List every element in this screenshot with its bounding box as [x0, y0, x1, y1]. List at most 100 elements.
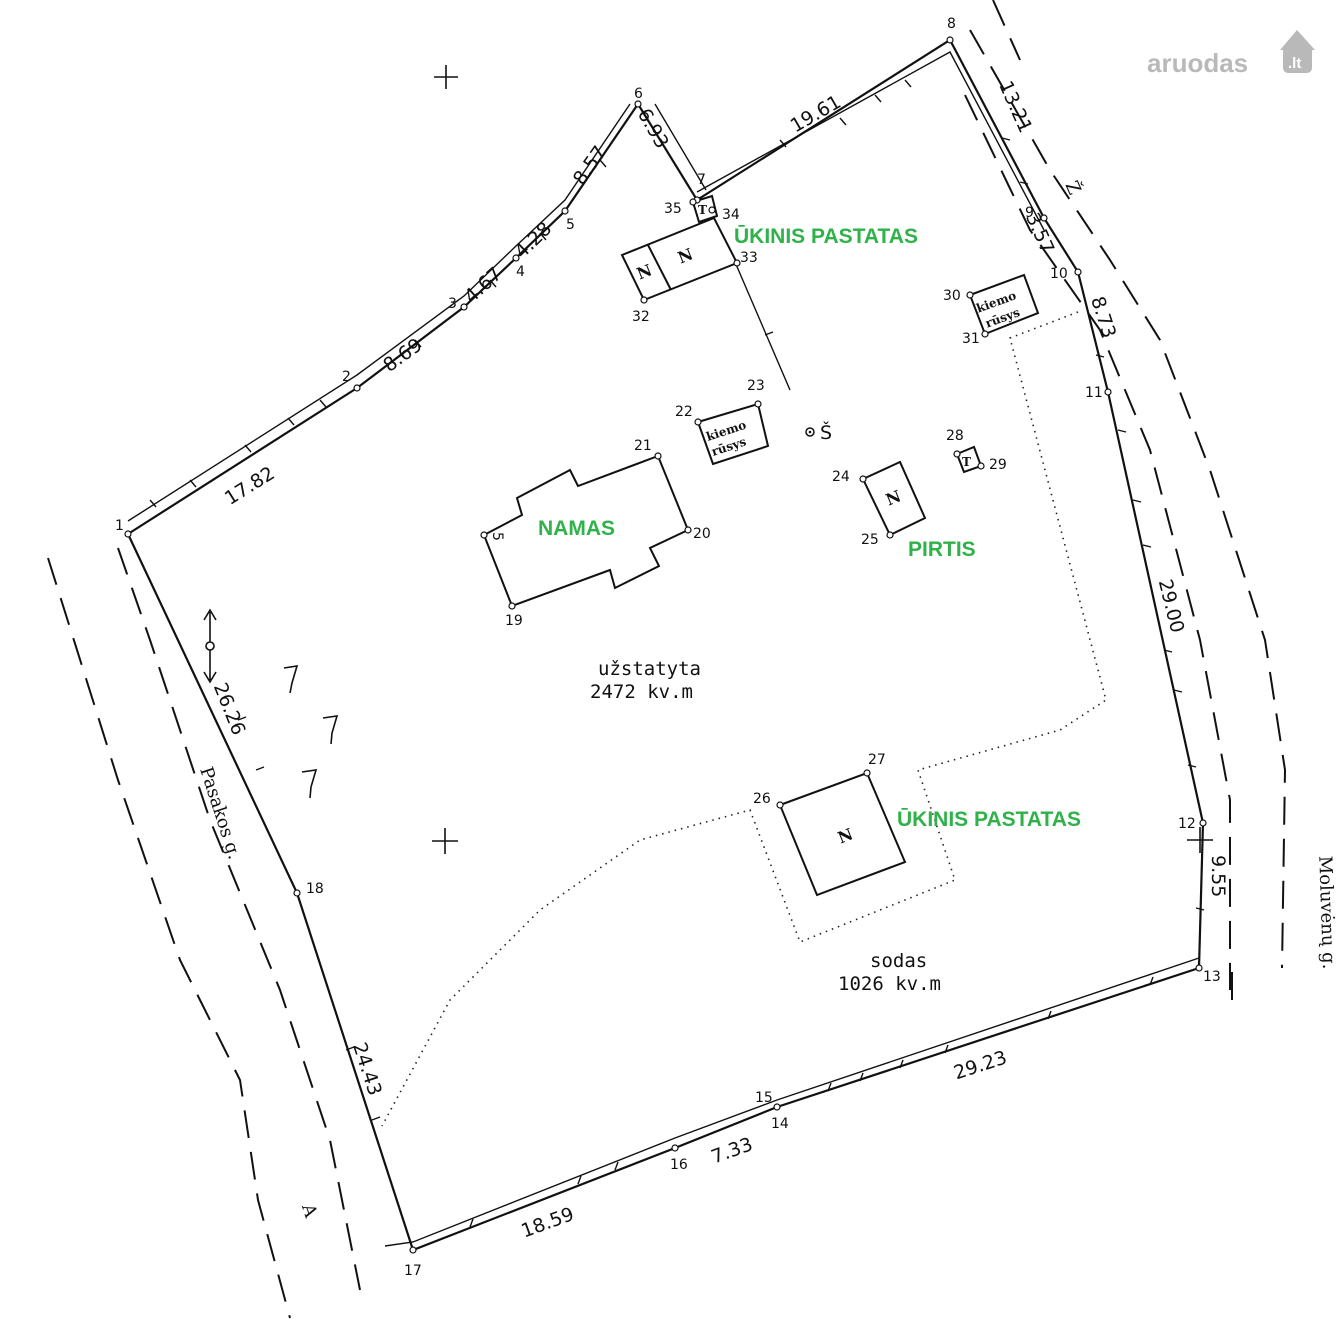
- logo-tld: .lt: [1288, 55, 1301, 72]
- ukinis-pastatas-bottom: [778, 771, 907, 897]
- point-label-33: 33: [740, 250, 758, 266]
- street-letter-z: Ž: [1061, 177, 1087, 198]
- point-label-20: 20: [693, 526, 711, 542]
- zone-labels: užstatyta 2472 kv.m sodas 1026 kv.m: [590, 658, 941, 995]
- point-label-17: 17: [404, 1263, 422, 1279]
- moluvenu-street-outer: [969, 29, 1287, 969]
- zone-uzstatyta-name: užstatyta: [598, 658, 701, 680]
- zone-uzstatyta-area: 2472 kv.m: [590, 681, 693, 703]
- point-label-8: 8: [947, 16, 956, 32]
- point-label-10: 10: [1050, 266, 1068, 282]
- aruodas-logo: aruodas .lt: [1147, 30, 1315, 78]
- moluvenu-street-inner: [964, 94, 1231, 990]
- dim-13-21: 13.21: [994, 78, 1036, 137]
- vertex-markers: [124, 36, 1207, 1254]
- point-label-34: 34: [722, 207, 740, 223]
- street-moluvenu: Moluvėnų g.: [1314, 855, 1339, 969]
- annotation-namas: NAMAS: [538, 517, 615, 540]
- pasakos-street-outer: [47, 557, 291, 1319]
- ukinis-top-letter: N: [675, 244, 696, 267]
- point-label-22: 22: [675, 404, 693, 420]
- point-label-16: 16: [670, 1157, 688, 1173]
- point-label-19: 19: [505, 613, 523, 629]
- dim-19-61: 19.61: [787, 91, 845, 137]
- boundary-offset-6-7: [654, 103, 707, 191]
- point-label-23: 23: [747, 378, 765, 394]
- point-label-21: 21: [634, 438, 652, 454]
- well-symbol: Š: [805, 420, 832, 444]
- annotation-ukinis-bottom: ŪKINIS PASTATAS: [897, 808, 1081, 831]
- plot-boundary: [126, 38, 1205, 1252]
- point-label-27: 27: [868, 752, 886, 768]
- logo-roof-icon: [1280, 30, 1315, 50]
- pirtis-sauna: [861, 460, 927, 537]
- annotation-ukinis-top: ŪKINIS PASTATAS: [734, 225, 918, 248]
- point-label-14: 14: [771, 1116, 789, 1132]
- logo-brand: aruodas: [1147, 48, 1248, 78]
- annotation-pirtis: PIRTIS: [908, 538, 976, 561]
- point-label-2: 2: [342, 369, 351, 385]
- buildings: [482, 194, 1040, 897]
- point-label-24: 24: [832, 469, 850, 485]
- boundary-ticks: [149, 79, 1205, 1228]
- dim-18-59: 18.59: [518, 1203, 577, 1242]
- point-label-30: 30: [943, 288, 961, 304]
- ukinis-top-divider: [647, 244, 672, 291]
- boundary-polygon: [126, 38, 1205, 1252]
- zone-sodas-area: 1026 kv.m: [838, 973, 941, 995]
- boundary-offset-7-8: [696, 51, 1045, 231]
- point-labels: 1 2 3 4 5 6 7 8 9 10 11 12 13 14 15 16 1…: [115, 16, 1221, 1279]
- tree-icon: [283, 665, 299, 694]
- zone-dotted-lines: [381, 311, 1107, 1127]
- point-label-11: 11: [1085, 385, 1103, 401]
- point-label-25: 25: [861, 532, 879, 548]
- dim-3-57: 3.57: [1021, 209, 1058, 257]
- point-label-9: 9: [1025, 205, 1034, 221]
- dim-7-33: 7.33: [708, 1133, 755, 1168]
- point-label-5-house: 5: [489, 532, 505, 541]
- shed-letter: T: [698, 203, 707, 217]
- green-annotations: ŪKINIS PASTATAS NAMAS PIRTIS ŪKINIS PAST…: [538, 225, 1081, 831]
- pasakos-street-inner: [117, 547, 361, 1291]
- point-label-6: 6: [634, 86, 643, 102]
- point-label-32: 32: [632, 309, 650, 325]
- zone-divider: [381, 311, 1107, 1127]
- boundary-offset-northwest: [127, 103, 631, 522]
- crosshair-icon: [432, 828, 458, 854]
- kiemo-rusys-22-23: [696, 402, 770, 466]
- pirtis-letter: N: [883, 486, 904, 509]
- point-label-18: 18: [306, 881, 324, 897]
- point-label-35: 35: [664, 201, 682, 217]
- point-label-4: 4: [516, 264, 525, 280]
- point-label-26: 26: [753, 791, 771, 807]
- tree-icon: [301, 769, 318, 799]
- point-label-13: 13: [1203, 969, 1221, 985]
- crosshair-icon: [434, 65, 458, 89]
- small-building-letter: T: [962, 455, 971, 469]
- well-label: Š: [820, 420, 832, 444]
- street-top-dash: [992, 0, 1021, 61]
- boundary-offset-south: [384, 957, 1200, 1247]
- dim-9-55: 9.55: [1207, 855, 1229, 897]
- tree-icon: [322, 715, 339, 745]
- point-label-1: 1: [115, 518, 124, 534]
- inner-line-33: [734, 261, 791, 391]
- ukinis-bottom-letter: N: [835, 824, 856, 847]
- dim-4-67: 4.67: [460, 263, 506, 308]
- logo-house-icon: [1283, 46, 1312, 73]
- point-label-15: 15: [755, 1090, 773, 1106]
- point-label-3: 3: [448, 296, 457, 312]
- street-lines: [47, 0, 1287, 1319]
- dim-29-23: 29.23: [951, 1047, 1010, 1085]
- dim-26-26: 26.26: [209, 680, 250, 739]
- point-label-5: 5: [566, 217, 575, 233]
- dim-6-93: 6.93: [633, 105, 673, 153]
- point-label-29: 29: [989, 457, 1007, 473]
- point-label-28: 28: [946, 428, 964, 444]
- zone-sodas-name: sodas: [870, 950, 927, 972]
- kiemo-rusys-30-31: [968, 273, 1040, 336]
- street-pasakos: Pasakos g.: [195, 764, 245, 862]
- point-label-31: 31: [962, 331, 980, 347]
- crosshair-icon: [1187, 827, 1213, 853]
